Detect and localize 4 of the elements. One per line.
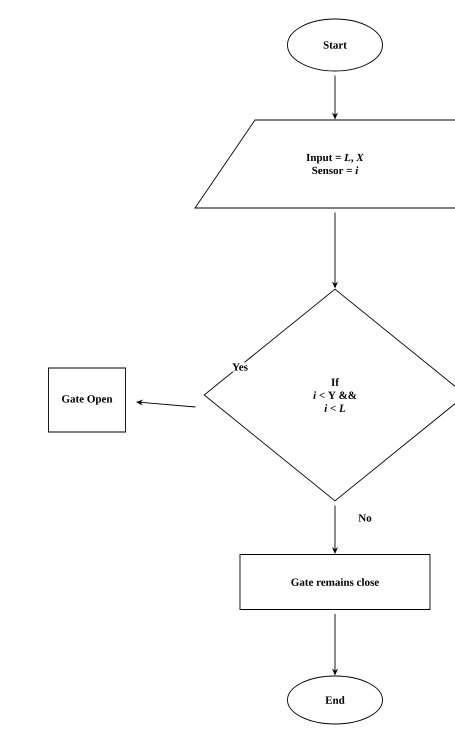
process-box: Gate Open [48,368,126,432]
process-box: Gate remains close [240,554,430,610]
edge-label: No [357,513,373,523]
edge-label: Yes [231,362,249,372]
